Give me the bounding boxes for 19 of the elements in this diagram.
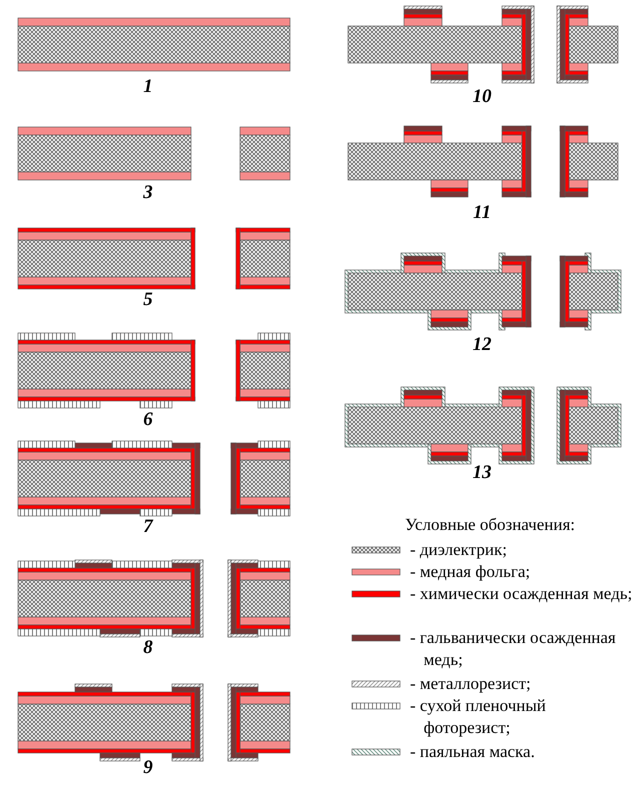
legend-text: - сухой пленочный фоторезист; xyxy=(410,695,547,739)
legend-text: - медная фольга; xyxy=(410,561,532,583)
step-number: 5 xyxy=(143,290,153,310)
step-number: 11 xyxy=(473,203,491,223)
legend-text: - диэлектрик; xyxy=(410,539,508,561)
step-number: 6 xyxy=(143,410,153,430)
legend-text: - химически осажденная медь; xyxy=(410,583,634,605)
step-number: 8 xyxy=(143,638,153,658)
legend-text: - металлорезист; xyxy=(410,673,532,695)
legend-text: - гальванически осажденная медь; xyxy=(410,627,617,671)
step-number: 1 xyxy=(143,77,153,97)
step-number: 10 xyxy=(472,87,492,107)
step-number: 9 xyxy=(143,758,153,778)
step-number: 7 xyxy=(143,517,153,537)
legend-text: - паяльная маска. xyxy=(410,741,536,763)
step-number: 12 xyxy=(472,335,492,355)
legend-title: Условные обозначения: xyxy=(404,515,576,535)
step-number: 3 xyxy=(143,183,153,203)
step-number: 13 xyxy=(472,463,492,483)
